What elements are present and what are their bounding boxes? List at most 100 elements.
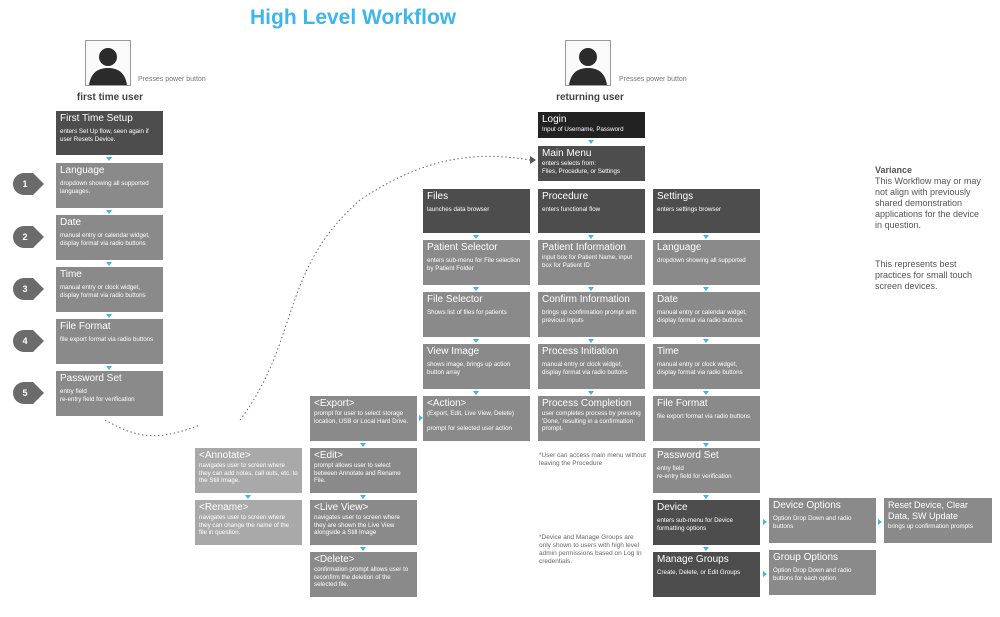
step-title: Password Set — [60, 373, 122, 384]
settings-node[interactable]: Settings enters settings browser — [653, 189, 760, 233]
step-desc: shows image, brings up action button arr… — [427, 361, 511, 376]
variance-title: Variance — [875, 165, 913, 175]
reset-device-node[interactable]: Reset Device, Clear Data, SW Update brin… — [884, 498, 992, 543]
step-badge-5: 5 — [13, 382, 45, 409]
step-badge-3: 3 — [13, 278, 45, 305]
step-badge-1: 1 — [13, 173, 45, 200]
step-desc: enters functional flow — [542, 206, 601, 213]
step-desc: enters Set Up flow, seen again if user R… — [60, 128, 149, 143]
annotate-action-node[interactable]: <Annotate> navigates user to screen wher… — [195, 448, 302, 493]
edit-action-node[interactable]: <Edit> prompt allows user to select betw… — [310, 448, 417, 493]
step-first-time-setup[interactable]: First Time Setup enters Set Up flow, see… — [56, 111, 163, 155]
step-time[interactable]: Time manual entry or clock widget, displ… — [56, 267, 163, 312]
first-time-user-label: first time user — [76, 92, 144, 103]
step-title: Procedure — [542, 191, 589, 202]
step-title: Process Initiation — [542, 346, 619, 357]
step-desc: dropdown showing all supported languages… — [60, 180, 149, 195]
variance-text-2: This represents best practices for small… — [875, 259, 973, 291]
settings-time-node[interactable]: Time manual entry or clock widget, displ… — [653, 344, 760, 389]
note-main-menu-access: *User can access main menu without leavi… — [539, 452, 646, 467]
group-options-node[interactable]: Group Options Option Drop Down and radio… — [769, 550, 876, 595]
flow-arrow — [588, 287, 594, 291]
delete-action-node[interactable]: <Delete> confirmation prompt allows user… — [310, 552, 417, 597]
user-silhouette-icon — [89, 48, 127, 85]
rename-action-node[interactable]: <Rename> navigates user to screen where … — [195, 500, 302, 545]
procedure-node[interactable]: Procedure enters functional flow — [538, 189, 645, 233]
flow-arrow — [703, 235, 709, 239]
export-action-node[interactable]: <Export> prompt for user to select stora… — [310, 396, 417, 441]
view-image-node[interactable]: View Image shows image, brings up action… — [423, 344, 530, 389]
step-desc: prompt for user to select storage locati… — [314, 410, 409, 425]
step-title: Confirm Information — [542, 294, 630, 305]
badge-number: 1 — [22, 179, 28, 189]
step-title: <Edit> — [314, 450, 343, 461]
returning-user-label: returning user — [556, 92, 624, 103]
step-desc: navigates user to screen where they can … — [199, 514, 290, 537]
flow-arrow — [106, 314, 112, 318]
step-title: First Time Setup — [60, 113, 133, 124]
settings-language-node[interactable]: Language dropdown showing all supported — [653, 240, 760, 285]
step-desc: enters sub-menu for File selection by Pa… — [427, 257, 521, 272]
step-desc: navigates user to screen where they can … — [199, 462, 298, 485]
patient-selector-node[interactable]: Patient Selector enters sub-menu for Fil… — [423, 240, 530, 285]
flow-arrow — [106, 210, 112, 214]
files-node[interactable]: Files launches data browser — [423, 189, 530, 233]
step-desc: Option Drop Down and radio buttons for e… — [773, 567, 852, 582]
step-password-set[interactable]: Password Set entry field re-entry field … — [56, 371, 163, 416]
step-desc: entry field re-entry field for verificat… — [60, 388, 135, 403]
dotted-connector-main-menu — [239, 155, 531, 421]
step-desc: Shows list of files for patients — [427, 309, 507, 316]
arrowhead-main-menu — [530, 156, 536, 164]
flow-arrow — [588, 140, 594, 144]
step-desc: brings up confirmation prompt with previ… — [542, 309, 637, 324]
badge-shape-icon — [13, 226, 44, 248]
process-initiation-node[interactable]: Process Initiation manual entry or clock… — [538, 344, 645, 389]
badge-number: 3 — [22, 284, 28, 294]
file-selector-node[interactable]: File Selector Shows list of files for pa… — [423, 292, 530, 337]
flow-arrow — [763, 571, 767, 577]
flow-arrow — [703, 287, 709, 291]
step-desc: manual entry or calendar widget, display… — [60, 232, 150, 247]
settings-date-node[interactable]: Date manual entry or calendar widget, di… — [653, 292, 760, 337]
settings-password-set-node[interactable]: Password Set entry field re-entry field … — [653, 448, 760, 493]
step-date[interactable]: Date manual entry or calendar widget, di… — [56, 215, 163, 260]
live-view-action-node[interactable]: <Live View> navigates user to screen whe… — [310, 500, 417, 545]
manage-groups-node[interactable]: Manage Groups Create, Delete, or Edit Gr… — [653, 552, 760, 597]
step-main-menu[interactable]: Main Menu enters selects from: Files, Pr… — [538, 146, 645, 181]
step-title: Login — [542, 114, 567, 125]
step-file-format[interactable]: File Format file export format via radio… — [56, 319, 163, 364]
flow-arrow — [106, 262, 112, 266]
process-completion-node[interactable]: Process Completion user completes proces… — [538, 396, 645, 441]
device-node[interactable]: Device enters sub-menu for Device format… — [653, 500, 760, 545]
flow-arrow — [419, 415, 423, 421]
flow-arrow — [106, 366, 112, 370]
device-options-node[interactable]: Device Options Option Drop Down and radi… — [769, 498, 876, 543]
step-desc: file export format via radio buttons — [60, 336, 154, 343]
step-language[interactable]: Language dropdown showing all supported … — [56, 163, 163, 208]
badge-shape-icon — [13, 278, 44, 300]
step-title: <Export> — [314, 398, 355, 409]
badge-shape-icon — [13, 330, 44, 352]
step-title: Group Options — [773, 552, 839, 563]
step-title: <Delete> — [314, 554, 355, 565]
settings-file-format-node[interactable]: File Format file export format via radio… — [653, 396, 760, 441]
step-title: Date — [60, 217, 82, 228]
confirm-information-node[interactable]: Confirm Information brings up confirmati… — [538, 292, 645, 337]
note-admin-groups: *Device and Manage Groups are only shown… — [539, 534, 642, 565]
step-title: Date — [657, 294, 679, 305]
patient-information-node[interactable]: Patient Information input box for Patien… — [538, 240, 645, 285]
step-login[interactable]: Login Input of Username, Password — [538, 112, 645, 138]
step-title: Patient Information — [542, 242, 626, 253]
flow-arrow — [878, 519, 882, 525]
step-title: <Live View> — [314, 502, 369, 513]
step-desc: manual entry or clock widget, display fo… — [657, 361, 743, 376]
variance-text-1: This Workflow may or may not align with … — [875, 176, 981, 230]
flow-arrow — [473, 287, 479, 291]
action-node[interactable]: <Action> (Export, Edit, Live View, Delet… — [423, 396, 530, 441]
dotted-connector-password — [104, 419, 201, 437]
presses-power-label-first: Presses power button — [138, 76, 206, 83]
step-title: View Image — [427, 346, 480, 357]
user-silhouette-icon — [569, 48, 607, 85]
step-title: <Rename> — [199, 502, 249, 513]
flow-arrow — [703, 443, 709, 447]
